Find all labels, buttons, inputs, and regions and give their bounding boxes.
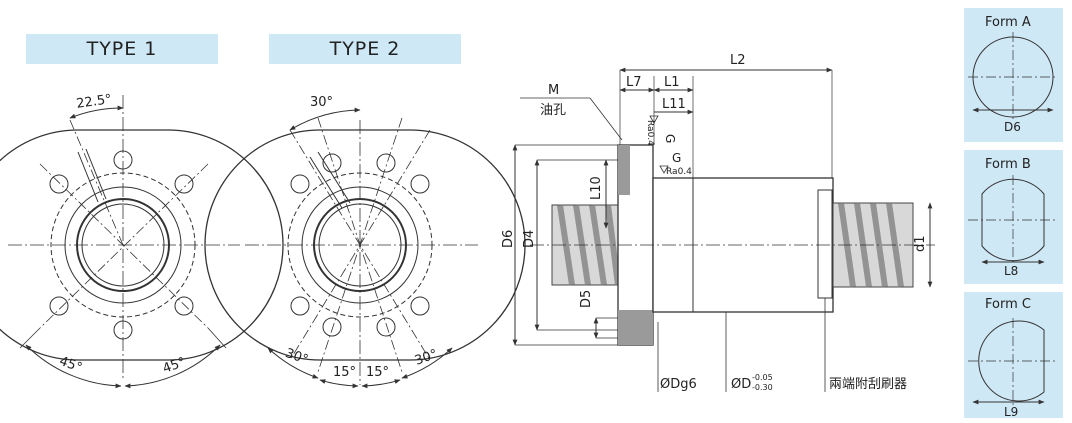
label-D-tol-lower: -0.30 <box>752 383 773 392</box>
type1-front-view <box>0 95 284 389</box>
label-L7: L7 <box>626 75 642 90</box>
form-a-dim: D6 <box>1004 120 1021 134</box>
label-D: ØD <box>731 377 751 392</box>
type2-angle-center-right: 15° <box>366 365 389 380</box>
label-Ra2: Ra0.4 <box>666 167 692 177</box>
label-L11: L11 <box>662 97 686 112</box>
label-L2: L2 <box>730 53 746 68</box>
label-G1: G <box>663 134 677 143</box>
label-wiper-note: 兩端附刮刷器 <box>829 377 907 392</box>
label-D-tol-upper: -0.05 <box>752 373 773 382</box>
type2-header: TYPE 2 <box>269 34 461 64</box>
label-D6: D6 <box>501 230 516 248</box>
label-Dg6: ØDg6 <box>660 377 697 392</box>
type1-angle-top: 22.5° <box>75 92 112 112</box>
type2-front-view <box>204 107 526 389</box>
label-G2: G <box>672 151 681 165</box>
side-view <box>512 67 935 392</box>
label-L10: L10 <box>589 176 604 200</box>
form-a-title: Form A <box>985 15 1031 30</box>
label-Ra1: Ra0.4 <box>645 120 655 146</box>
form-a-panel <box>964 8 1063 142</box>
type2-angle-left: 30° <box>283 346 310 368</box>
type1-header: TYPE 1 <box>26 34 218 64</box>
type2-angle-top: 30° <box>310 95 333 110</box>
form-b-drawing <box>968 175 1058 265</box>
label-oil-hole: 油孔 <box>540 103 566 118</box>
type1-angle-right: 45° <box>161 355 188 377</box>
form-c-title: Form C <box>985 297 1031 312</box>
label-d1: d1 <box>913 235 928 252</box>
form-c-drawing <box>968 318 1058 405</box>
type2-angle-right: 30° <box>413 347 440 369</box>
label-M: M <box>548 83 559 98</box>
form-b-dim: L8 <box>1004 264 1018 278</box>
form-c-panel <box>964 292 1063 418</box>
type2-angle-center-left: 15° <box>333 365 356 380</box>
form-c-dim: L9 <box>1004 405 1018 419</box>
label-L1: L1 <box>664 75 680 90</box>
type1-angle-left: 45° <box>57 354 84 376</box>
label-D4: D4 <box>522 230 537 248</box>
label-D5: D5 <box>579 290 594 308</box>
form-a-drawing <box>968 32 1058 122</box>
form-b-title: Form B <box>985 157 1031 172</box>
